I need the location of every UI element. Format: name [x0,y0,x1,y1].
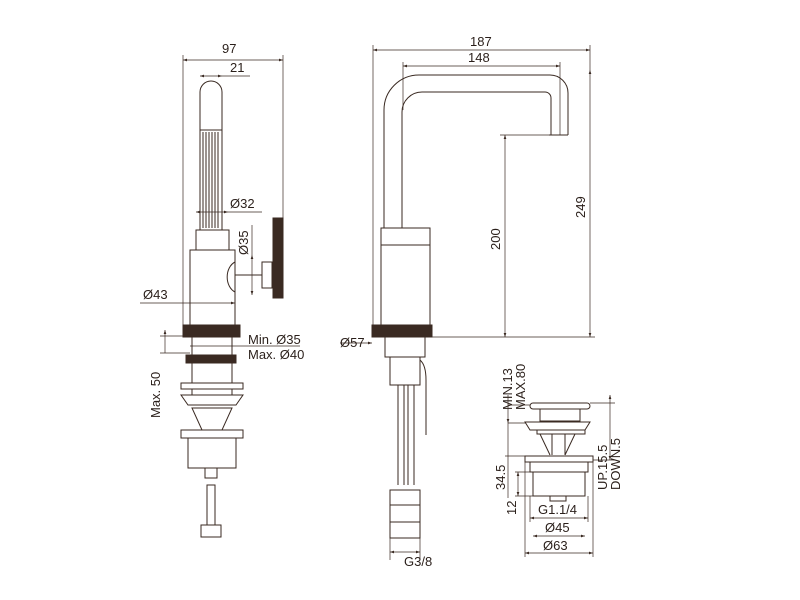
dim-34-5: 34.5 [493,465,508,490]
lever-top [199,80,223,131]
front-body [380,227,431,326]
dim-63: Ø63 [543,538,568,553]
dim-12: 12 [504,501,519,515]
dim-200: 200 [488,228,503,250]
thread: G1.1/4 [538,502,577,517]
dim-97: 97 [222,41,236,56]
side-plate [272,217,284,299]
min-13: MIN.13 [500,368,515,410]
base-ring [182,324,241,338]
dim-g38: G3/8 [404,554,432,569]
max-80: MAX.80 [513,364,528,410]
up-15-5: UP.15.5 [595,445,610,490]
side-view: 97 21 Ø32 Ø35 Ø43 Min. Ø35 Max. Ø40 Max.… [140,41,304,538]
max-hole: Max. Ø40 [248,347,304,362]
spout-outer [383,74,569,230]
max-50: Max. 50 [148,372,163,418]
dim-249: 249 [573,196,588,218]
waste-cap [529,402,591,410]
dim-32: Ø32 [230,196,255,211]
front-view: 187 148 200 249 Ø57 G3/8 [340,34,595,569]
dim-45: Ø45 [545,520,570,535]
dim-35: Ø35 [236,230,251,255]
spout-inner [401,91,552,230]
front-base-ring [371,324,433,338]
waste-view: MIN.13 MAX.80 UP.15.5 DOWN.5 34.5 12 G1.… [493,364,623,557]
body [189,249,236,327]
min-hole: Min. Ø35 [248,332,301,347]
knob [261,261,273,289]
dim-187: 187 [470,34,492,49]
down-5: DOWN.5 [608,438,623,490]
dim-148: 148 [468,50,490,65]
dim-21: 21 [230,60,244,75]
dim-57: Ø57 [340,335,365,350]
dim-43: Ø43 [143,287,168,302]
